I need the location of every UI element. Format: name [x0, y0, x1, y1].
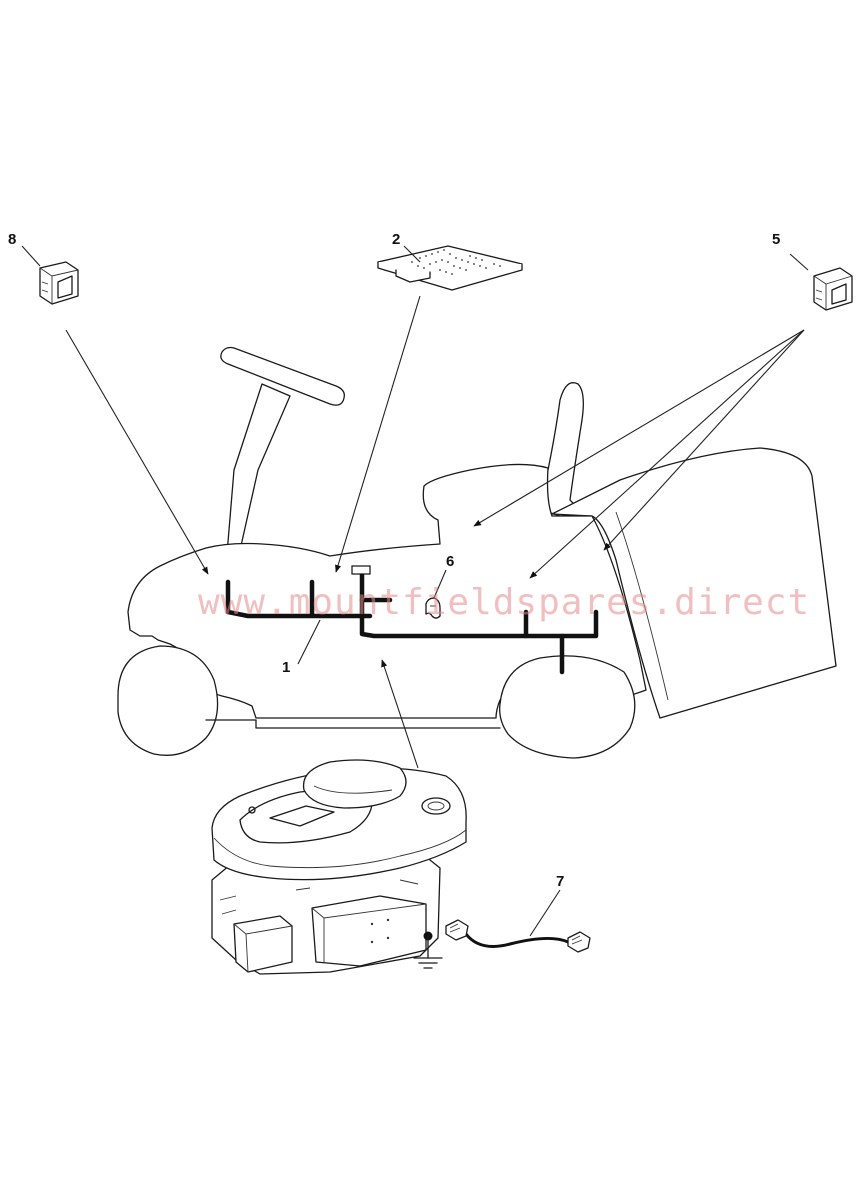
cable-wire	[464, 932, 570, 948]
callout-6: 6	[446, 553, 454, 570]
watermark: www.mountfieldspares.direct	[198, 582, 810, 623]
leader-5-tick	[789, 253, 809, 271]
front-wheel	[117, 645, 219, 756]
steering-wheel	[220, 346, 345, 406]
ground-line	[205, 719, 501, 729]
cable-part-7	[445, 919, 591, 953]
tractor-outline	[117, 346, 837, 759]
wiring-harness	[225, 565, 599, 675]
switch-part-8	[39, 261, 79, 305]
leader-lines	[21, 245, 809, 937]
callout-8: 8	[8, 231, 16, 248]
leader-5c	[603, 329, 805, 551]
leader-1	[297, 619, 321, 665]
grass-collector-edge	[615, 511, 669, 701]
connector-icon	[445, 919, 469, 941]
leader-8-tick	[21, 245, 41, 267]
leader-6	[433, 569, 447, 599]
leader-7	[529, 889, 561, 937]
callout-7: 7	[556, 873, 564, 890]
engine-side-cover	[311, 895, 427, 967]
circuit-board-part	[377, 245, 523, 291]
ground-symbol-icon	[413, 931, 443, 969]
rear-wheel	[499, 655, 636, 759]
engine-air-filter-box	[233, 915, 293, 973]
leader-5b	[529, 329, 805, 579]
connector-icon	[567, 931, 591, 953]
grass-collector	[551, 447, 837, 719]
switch-part-5	[813, 267, 853, 311]
leader-8	[65, 329, 209, 575]
leader-2-tick	[403, 245, 421, 263]
callout-numbers: 8 2 5 6 1 7	[8, 231, 780, 890]
harness-connector-plug	[351, 565, 371, 575]
engine	[211, 759, 467, 975]
leader-engine	[381, 659, 419, 769]
callout-1: 1	[282, 659, 290, 676]
steering-column	[225, 383, 291, 569]
tractor-body	[127, 463, 647, 719]
callout-2: 2	[392, 231, 400, 248]
leader-2	[335, 295, 421, 573]
callout-5: 5	[772, 231, 780, 248]
wire-clip-part	[425, 597, 441, 619]
engine-filter-cover	[302, 759, 407, 809]
harness-dash-riser	[359, 569, 599, 639]
leader-5a	[473, 329, 805, 527]
engine-fuel-cap	[421, 797, 451, 815]
wire-clip-icon	[425, 597, 441, 619]
harness-main-run	[225, 579, 373, 619]
